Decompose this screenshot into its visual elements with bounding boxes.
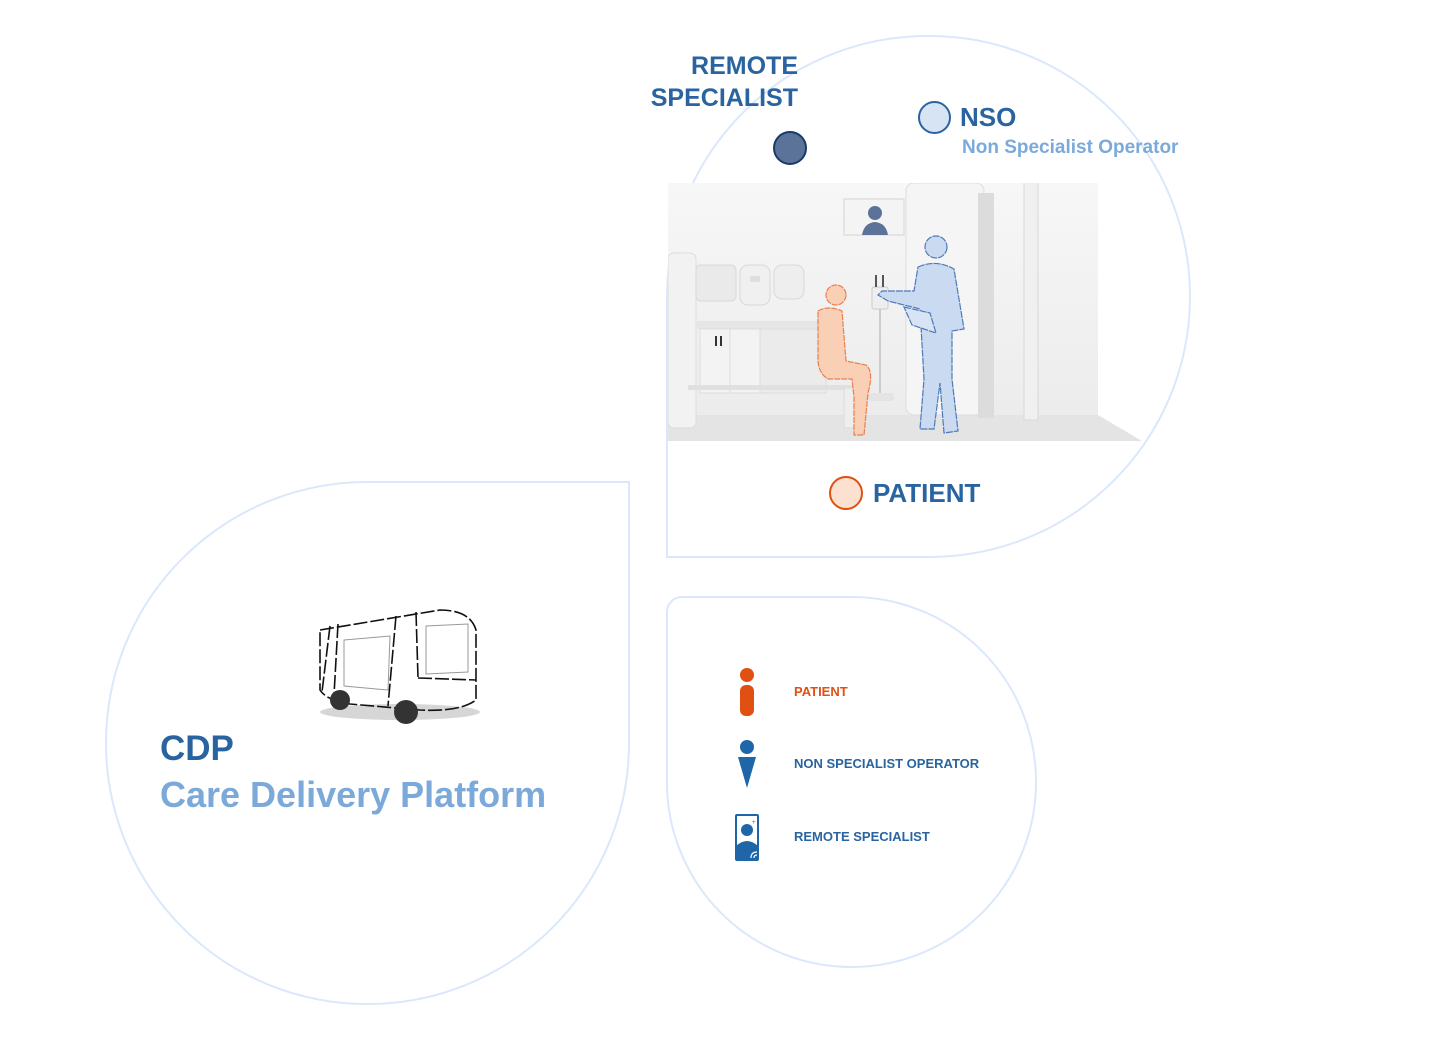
remote-specialist-icon: +	[733, 814, 761, 864]
legend-item-remote-specialist: + REMOTE SPECIALIST	[733, 814, 930, 864]
patient-icon	[733, 667, 761, 717]
clinic-room-illustration	[668, 183, 1142, 441]
patient-dot	[829, 476, 863, 510]
remote-specialist-label-line2: SPECIALIST	[650, 84, 798, 112]
patient-label: PATIENT	[873, 478, 981, 508]
legend-item-patient: PATIENT	[733, 667, 848, 717]
legend-label-operator: NON SPECIALIST OPERATOR	[794, 756, 980, 771]
legend-label-remote-specialist: REMOTE SPECIALIST	[794, 829, 930, 844]
cdp-subtitle: Care Delivery Platform	[160, 774, 547, 815]
legend-item-operator: NON SPECIALIST OPERATOR	[733, 740, 979, 790]
remote-specialist-label-line1: REMOTE	[691, 52, 798, 80]
autonomous-vehicle-sketch	[319, 609, 480, 724]
svg-text:+: +	[752, 820, 756, 826]
cdp-panel	[105, 481, 630, 1005]
remote-specialist-dot	[773, 131, 807, 165]
nso-subtitle: Non Specialist Operator	[962, 137, 1179, 158]
legend-panel	[666, 596, 1037, 968]
operator-icon	[733, 740, 761, 790]
nso-title: NSO	[960, 102, 1017, 132]
legend-label-patient: PATIENT	[794, 684, 848, 699]
cdp-title: CDP	[160, 729, 234, 768]
nso-dot	[918, 101, 951, 134]
